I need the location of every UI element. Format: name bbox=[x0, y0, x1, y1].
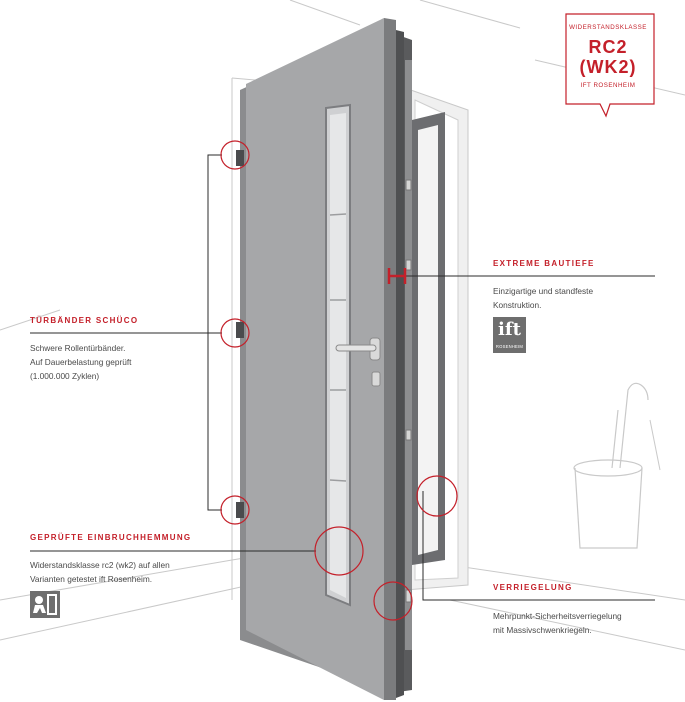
badge-line-2: RC2 bbox=[588, 37, 628, 57]
extreme-bautiefe-text: Einzigartige und standfeste Konstruktion… bbox=[493, 284, 593, 312]
ift-logo-main: ift bbox=[498, 319, 521, 340]
glass-marker bbox=[314, 526, 364, 576]
einbruchhemmung-line-2: Varianten getestet ift Rosenheim. bbox=[30, 574, 153, 584]
burglar-resistance-icon bbox=[30, 591, 60, 618]
verriegelung-title: VERRIEGELUNG bbox=[493, 583, 573, 592]
badge-line-1: WIDERSTANDSKLASSE bbox=[569, 24, 647, 31]
einbruchhemmung-text: Widerstandsklasse rc2 (wk2) auf allen Va… bbox=[30, 558, 170, 586]
bolt-marker bbox=[373, 581, 413, 621]
depth-marker bbox=[387, 268, 407, 284]
hinge-middle-marker bbox=[220, 318, 250, 348]
turbander-text: Schwere Rollentürbänder. Auf Dauerbelast… bbox=[30, 341, 131, 383]
umbrella-stand-icon bbox=[573, 382, 649, 549]
detail-markers bbox=[220, 140, 458, 621]
extreme-bautiefe-line-2: Konstruktion. bbox=[493, 300, 542, 310]
leader-lines bbox=[30, 154, 655, 601]
verriegelung-line-1: Mehrpunkt-Sicherheitsverriegelung bbox=[493, 611, 622, 621]
resistance-class-badge: WIDERSTANDSKLASSE RC2 (WK2) IFT ROSENHEI… bbox=[562, 14, 654, 130]
turbander-title: TÜRBÄNDER SCHÜCO bbox=[30, 316, 139, 325]
turbander-line-3: (1.000.000 Zyklen) bbox=[30, 371, 100, 381]
hinge-bottom-marker bbox=[220, 495, 250, 525]
door-frame bbox=[398, 35, 445, 692]
lock-marker bbox=[416, 475, 458, 517]
ift-rosenheim-logo-icon: ift ROSENHEIM bbox=[493, 317, 526, 353]
hinge-top-marker bbox=[220, 140, 250, 170]
badge-line-4: IFT ROSENHEIM bbox=[580, 82, 636, 89]
turbander-line-1: Schwere Rollentürbänder. bbox=[30, 343, 126, 353]
glass-insert bbox=[325, 103, 351, 607]
ift-logo-sub: ROSENHEIM bbox=[495, 344, 524, 349]
badge-frame bbox=[565, 13, 655, 118]
verriegelung-text: Mehrpunkt-Sicherheitsverriegelung mit Ma… bbox=[493, 609, 622, 637]
einbruchhemmung-title: GEPRÜFTE EINBRUCHHEMMUNG bbox=[30, 533, 192, 542]
badge-line-3: (WK2) bbox=[579, 57, 637, 77]
turbander-line-2: Auf Dauerbelastung geprüft bbox=[30, 357, 132, 367]
extreme-bautiefe-line-1: Einzigartige und standfeste bbox=[493, 286, 594, 296]
verriegelung-line-2: mit Massivschwenkriegeln. bbox=[493, 625, 592, 635]
door-handle bbox=[335, 337, 381, 387]
hinges bbox=[236, 150, 244, 518]
einbruchhemmung-line-1: Widerstandsklasse rc2 (wk2) auf allen bbox=[30, 560, 170, 570]
extreme-bautiefe-title: EXTREME BAUTIEFE bbox=[493, 259, 595, 268]
